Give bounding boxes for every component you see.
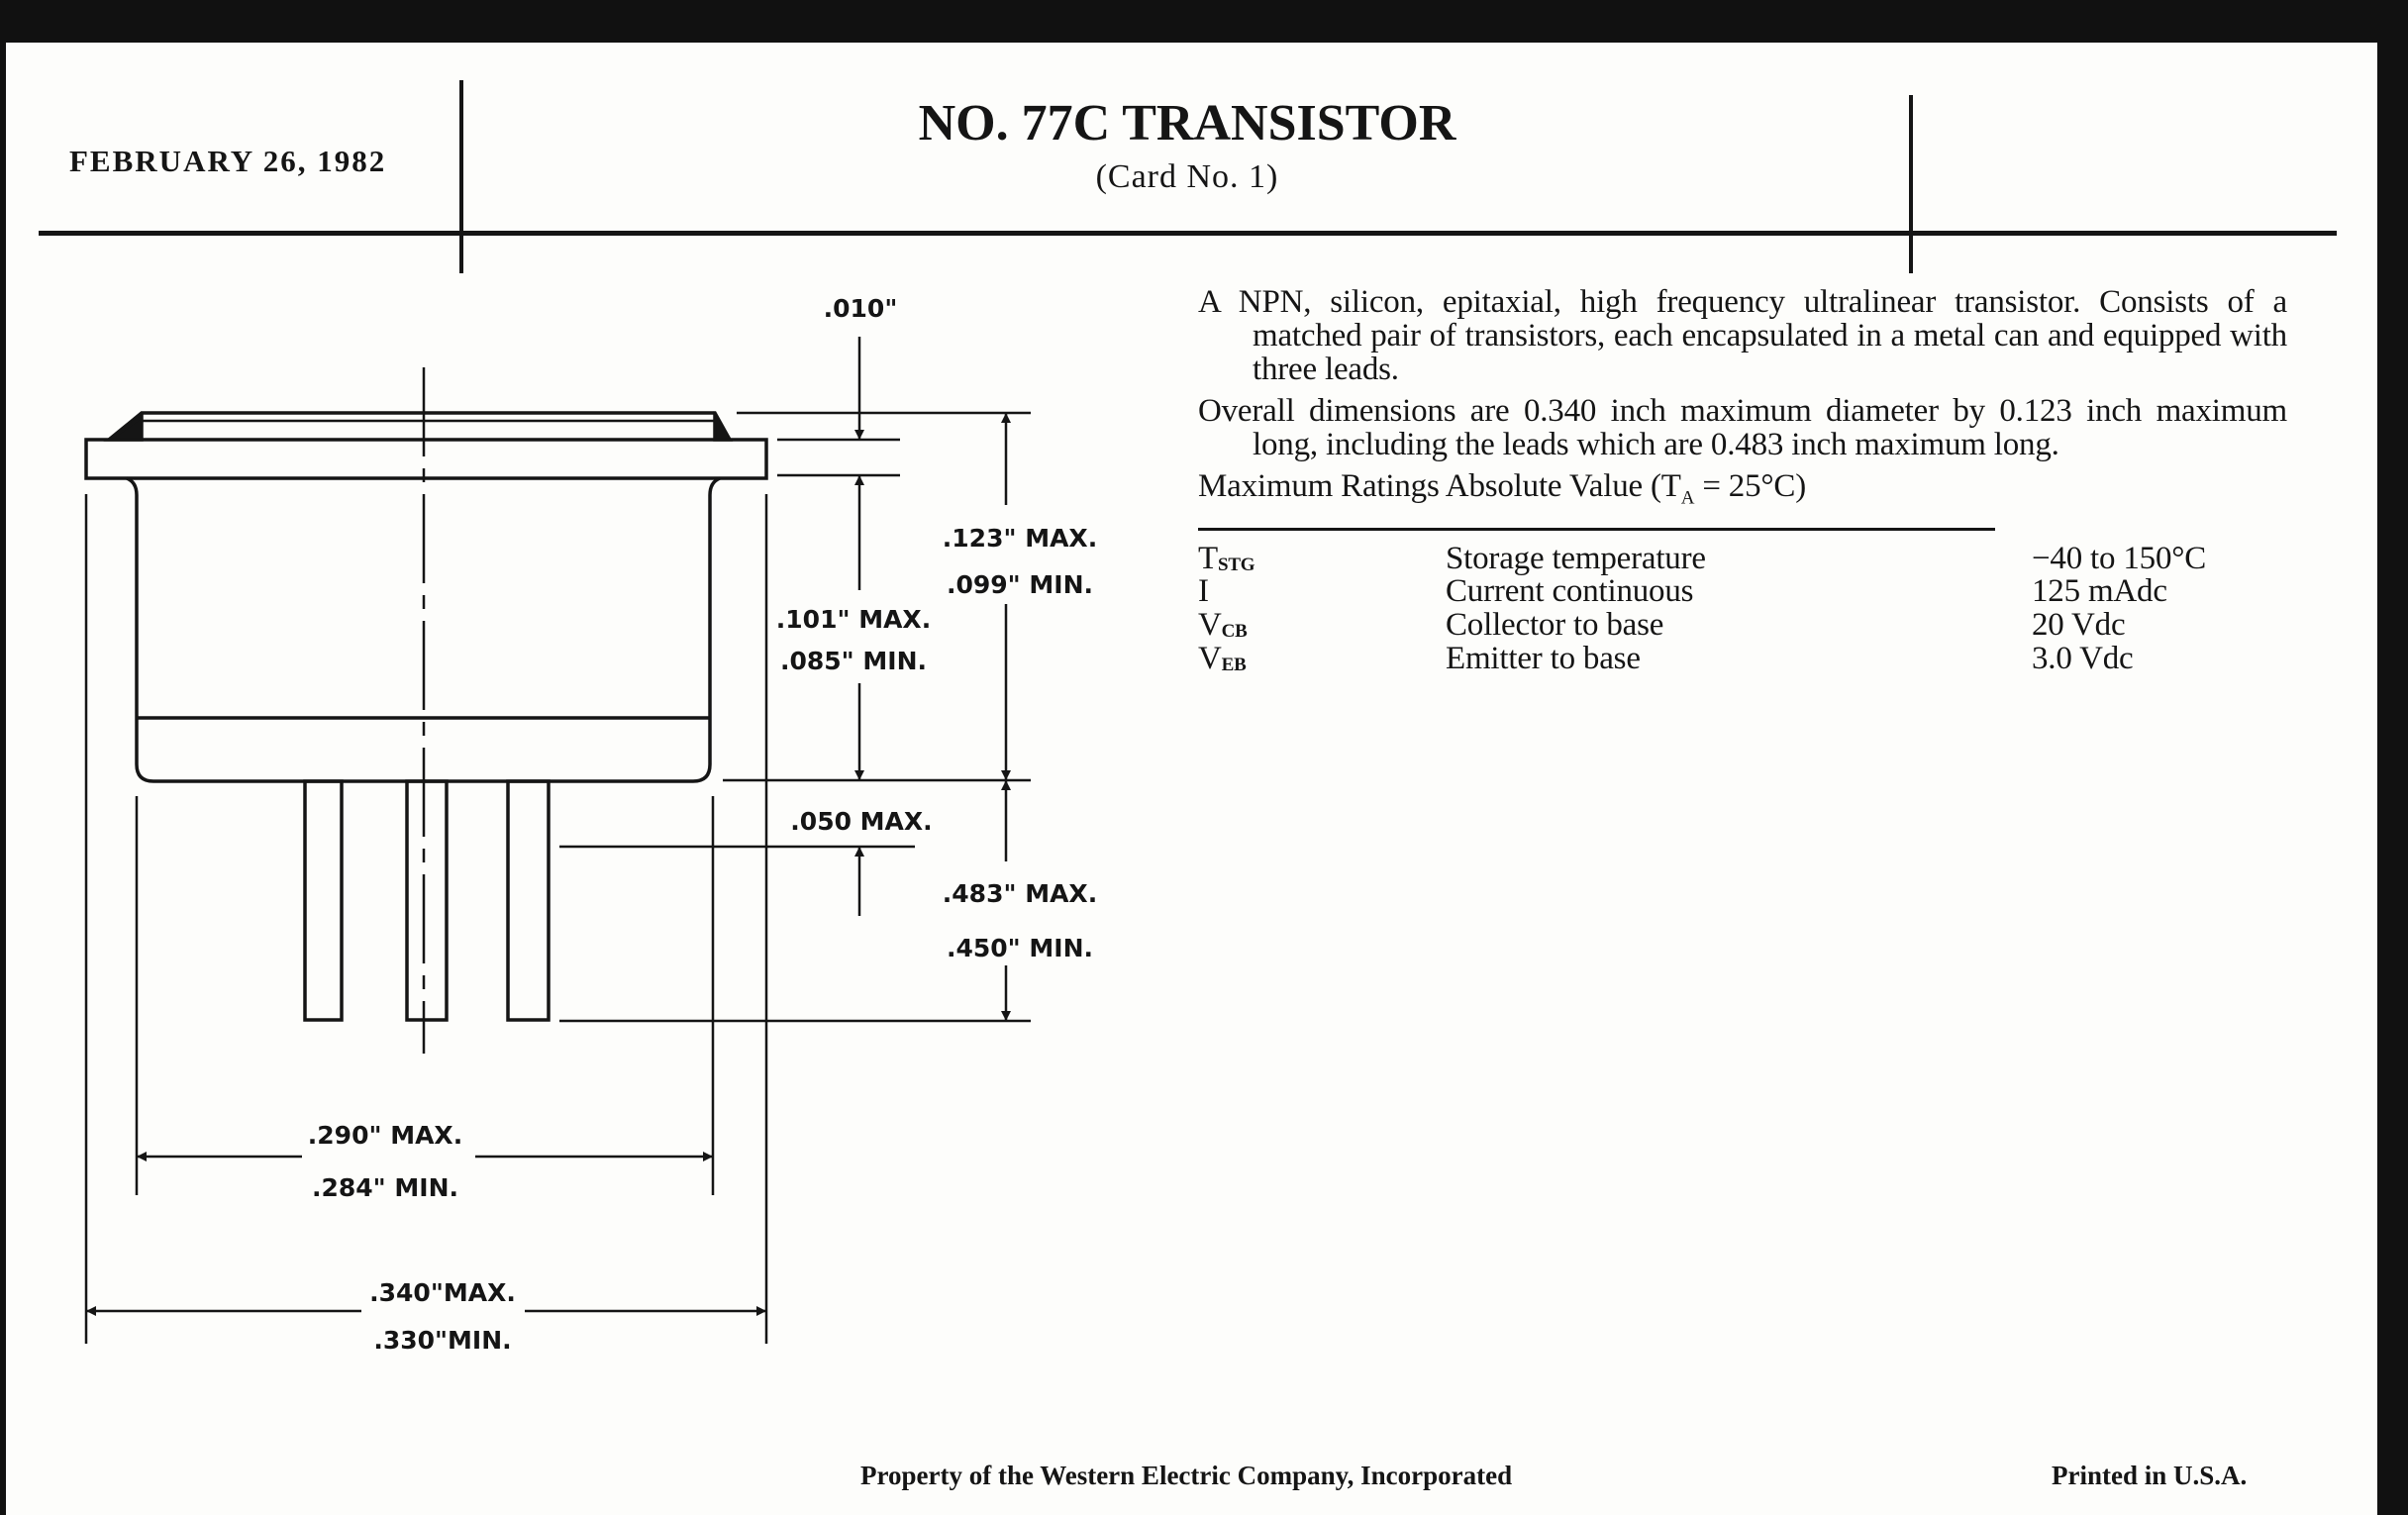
ratings-heading-suffix: = 25°C): [1694, 468, 1807, 504]
rating-parameter: Storage temperature: [1446, 540, 1706, 576]
ratings-heading-sub: A: [1680, 487, 1695, 509]
rating-value: 3.0 Vdc: [2032, 640, 2134, 676]
lead-1: [303, 779, 344, 1022]
rating-symbol: VCB: [1198, 606, 1248, 643]
rating-value: −40 to 150°C: [2032, 540, 2207, 576]
table-row: TSTG Storage temperature −40 to 150°C: [1198, 540, 2287, 576]
ratings-heading: Maximum Ratings Absolute Value (TA = 25°…: [1198, 469, 2287, 516]
rating-symbol: I: [1198, 573, 1209, 610]
rating-symbol: VEB: [1198, 640, 1247, 676]
header-rule: [39, 231, 2337, 236]
table-row: VCB Collector to base 20 Vdc: [1198, 606, 2287, 643]
transistor-cap: [84, 411, 768, 480]
dim-lead-min: .450" MIN.: [947, 934, 1093, 962]
rating-value: 125 mAdc: [2032, 573, 2167, 610]
description-paragraph: A NPN, silicon, epitaxial, high frequenc…: [1198, 284, 2287, 387]
ratings-heading-text: Maximum Ratings Absolute Value (T: [1198, 468, 1681, 504]
footer-property: Property of the Western Electric Company…: [860, 1461, 1513, 1490]
dim-body-min: .085" MIN.: [780, 647, 927, 675]
table-row: VEB Emitter to base 3.0 Vdc: [1198, 640, 2287, 676]
header-divider-left: [459, 80, 463, 273]
dim-body-max: .101" MAX.: [776, 605, 931, 634]
card-date: FEBRUARY 26, 1982: [69, 144, 387, 178]
dim-flange-dia-max: .340"MAX.: [369, 1278, 516, 1307]
dim-lead-offset: .050 MAX.: [790, 807, 932, 836]
spec-card: FEBRUARY 26, 1982 NO. 77C TRANSISTOR (Ca…: [6, 43, 2377, 1515]
card-subtitle: (Card No. 1): [1095, 158, 1279, 195]
right-column: A NPN, silicon, epitaxial, high frequenc…: [1198, 285, 2287, 675]
rating-symbol: TSTG: [1198, 540, 1255, 576]
dim-body-dia-max: .290" MAX.: [308, 1121, 462, 1150]
table-row: I Current continuous 125 mAdc: [1198, 573, 2287, 610]
rating-parameter: Collector to base: [1446, 606, 1664, 643]
card-title: NO. 77C TRANSISTOR: [918, 95, 1456, 152]
header-divider-right: [1909, 95, 1913, 273]
dim-height-min: .099" MIN.: [947, 570, 1093, 599]
description: A NPN, silicon, epitaxial, high frequenc…: [1198, 285, 2287, 461]
lead-2: [405, 779, 449, 1022]
transistor-outline-drawing: .010" .101" MAX. .085" MIN. .123" MAX. .…: [84, 294, 1097, 1355]
rating-value: 20 Vdc: [2032, 606, 2126, 643]
dim-body-dia-min: .284" MIN.: [312, 1173, 458, 1202]
dim-top-cap: .010": [824, 294, 898, 323]
rating-parameter: Current continuous: [1446, 573, 1694, 610]
dim-flange-dia-min: .330"MIN.: [373, 1326, 511, 1355]
dim-lead-max: .483" MAX.: [943, 879, 1097, 908]
dim-height-max: .123" MAX.: [943, 524, 1097, 553]
footer-printed: Printed in U.S.A.: [2052, 1461, 2248, 1490]
ratings-table: TSTG Storage temperature −40 to 150°C I …: [1198, 540, 2287, 676]
rating-parameter: Emitter to base: [1446, 640, 1641, 676]
description-paragraph: Overall dimensions are 0.340 inch maximu…: [1198, 393, 2287, 462]
lead-3: [506, 779, 551, 1022]
ratings-rule: [1198, 527, 1995, 531]
